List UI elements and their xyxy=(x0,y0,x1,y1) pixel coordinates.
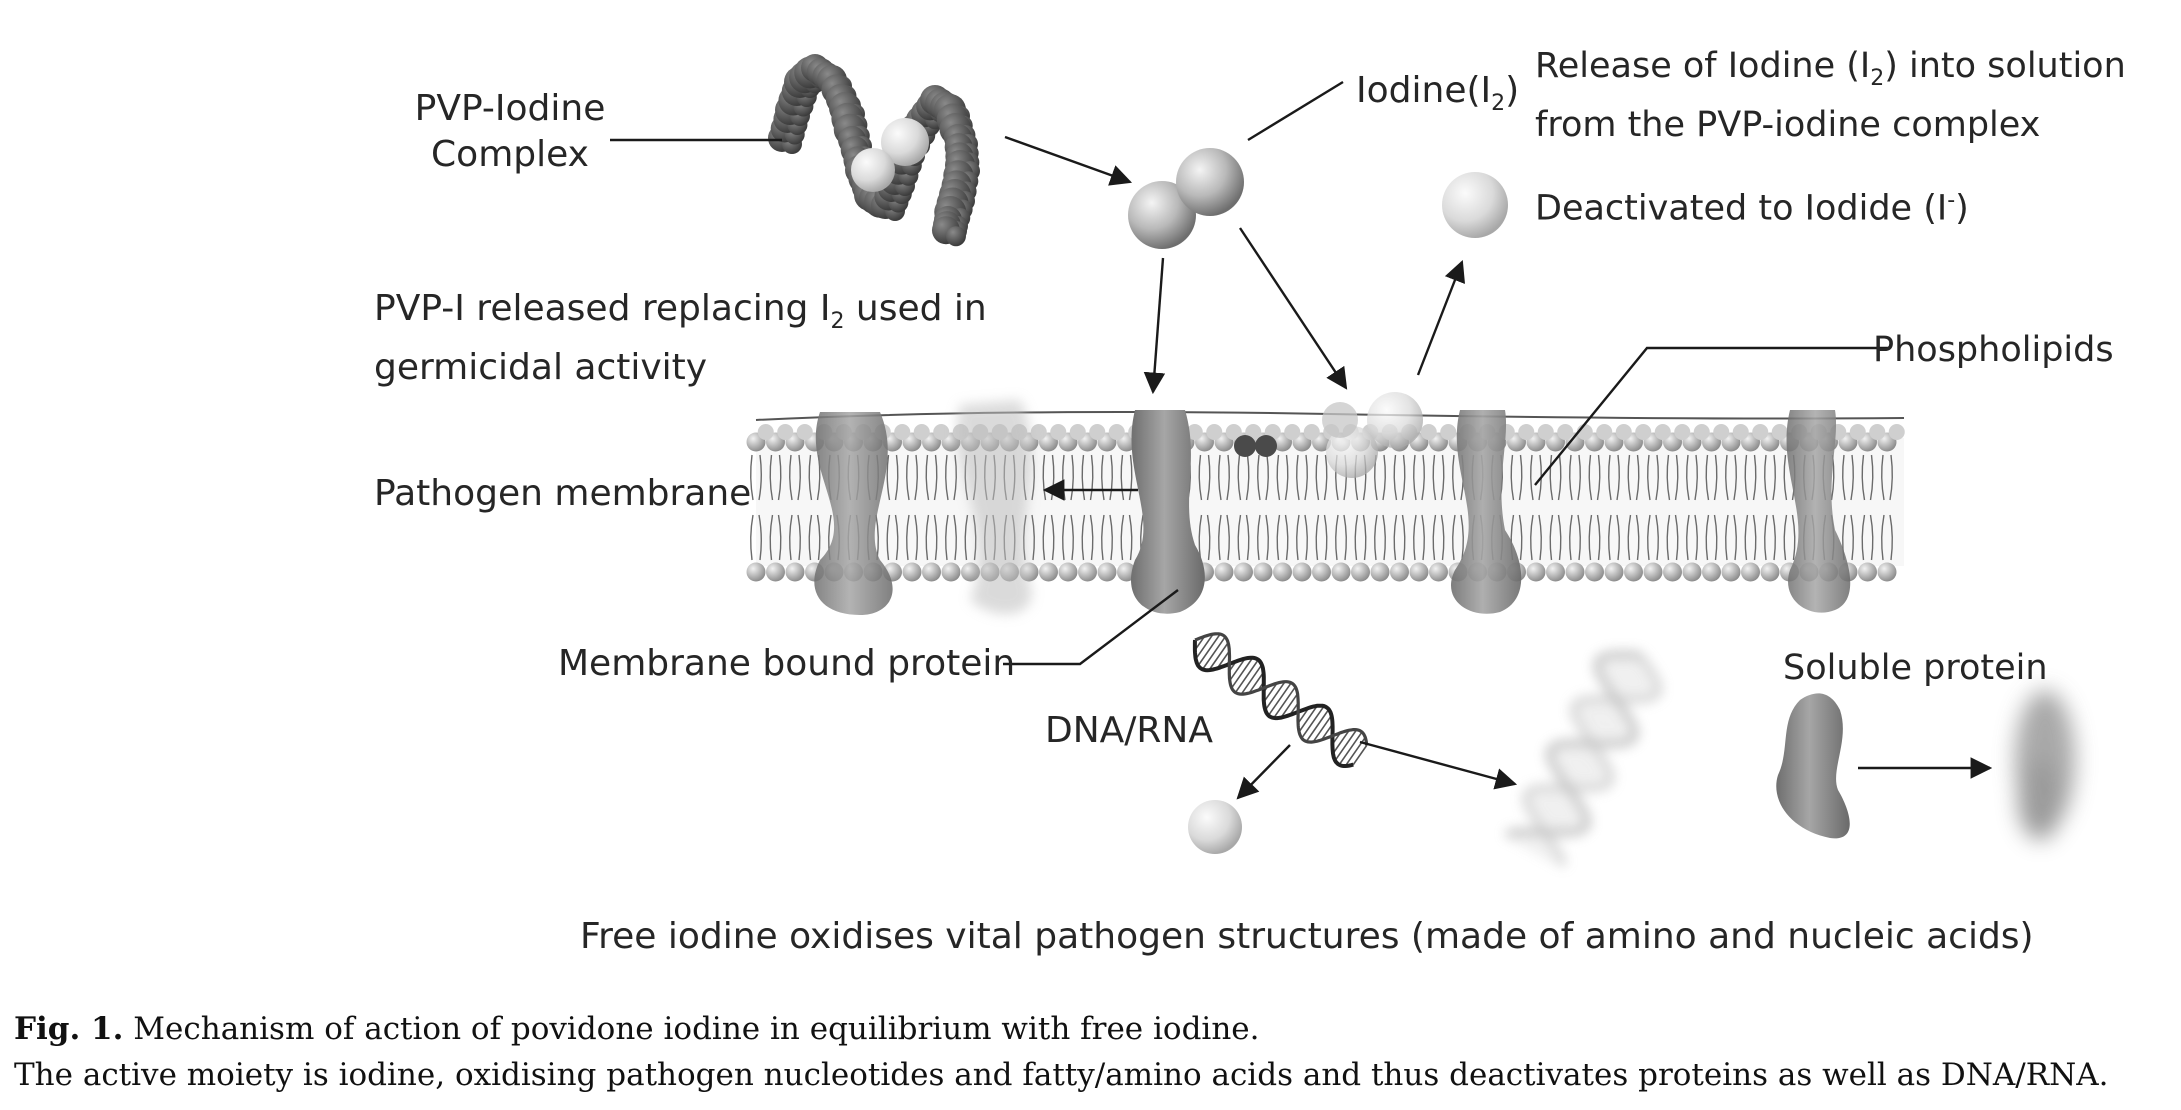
leader-membrane-protein xyxy=(1003,589,1179,666)
arrow-dna-to-iodine xyxy=(1236,744,1291,800)
figure-caption: Fig. 1. Mechanism of action of povidone … xyxy=(14,1006,2164,1098)
soluble-protein xyxy=(1776,693,1850,839)
soluble-protein-deactivated xyxy=(2015,690,2075,840)
caption-fig-label: Fig. 1. xyxy=(14,1011,124,1047)
membrane-protein-faded xyxy=(957,400,1032,615)
leader-lines xyxy=(610,80,1890,666)
caption-title: Mechanism of action of povidone iodine i… xyxy=(133,1011,1260,1047)
label-deactivated-to-iodide: Deactivated to Iodide (I-) xyxy=(1535,188,1969,229)
label-free-iodine-oxidises: Free iodine oxidises vital pathogen stru… xyxy=(580,916,2034,957)
label-dna-rna: DNA/RNA xyxy=(1045,710,1213,751)
arrow-complex-to-iodine xyxy=(1004,135,1133,186)
label-membrane-bound-protein: Membrane bound protein xyxy=(558,643,1016,684)
iodide-ion-legend xyxy=(1442,172,1508,238)
membrane-protein-4 xyxy=(1786,410,1851,613)
membrane-protein-3 xyxy=(1451,410,1522,614)
leader-phospholipids xyxy=(1534,346,1890,486)
label-phospholipids: Phospholipids xyxy=(1873,330,2114,370)
pathogen-membrane-bilayer xyxy=(746,411,1905,582)
membrane-protein-1 xyxy=(814,412,893,615)
label-release-of-iodine: Release of Iodine (I2) into solution fro… xyxy=(1535,46,2126,145)
mechanism-diagram xyxy=(610,54,2075,867)
iodine-in-membrane xyxy=(1322,392,1423,478)
arrow-dna-oxidised xyxy=(1359,740,1518,790)
label-soluble-protein: Soluble protein xyxy=(1783,648,2048,688)
dna-rna-helix xyxy=(1192,632,1369,768)
membrane-proteins xyxy=(814,392,1851,615)
caption-body: The active moiety is iodine, oxidising p… xyxy=(14,1057,2109,1093)
arrow-iodine-to-membrane xyxy=(1238,227,1348,390)
arrow-to-iodide xyxy=(1416,259,1466,376)
arrows xyxy=(1004,135,1993,800)
label-pvp-iodine-complex: PVP-Iodine Complex xyxy=(414,88,606,175)
arrow-iodine-down xyxy=(1143,257,1166,395)
iodine-i2-molecule xyxy=(1128,148,1244,249)
membrane-bound-protein xyxy=(1131,410,1205,614)
label-pathogen-membrane: Pathogen membrane xyxy=(374,473,752,514)
label-pvp-i-released: PVP-I released replacing I2 used in germ… xyxy=(374,288,987,389)
pvp-iodine-complex-molecule xyxy=(768,54,980,247)
free-iodine-ion xyxy=(1188,800,1242,854)
leader-iodine xyxy=(1247,80,1344,142)
dna-oxidised-helix xyxy=(1505,651,1662,867)
label-iodine-i2: Iodine(I2) xyxy=(1356,70,1520,117)
